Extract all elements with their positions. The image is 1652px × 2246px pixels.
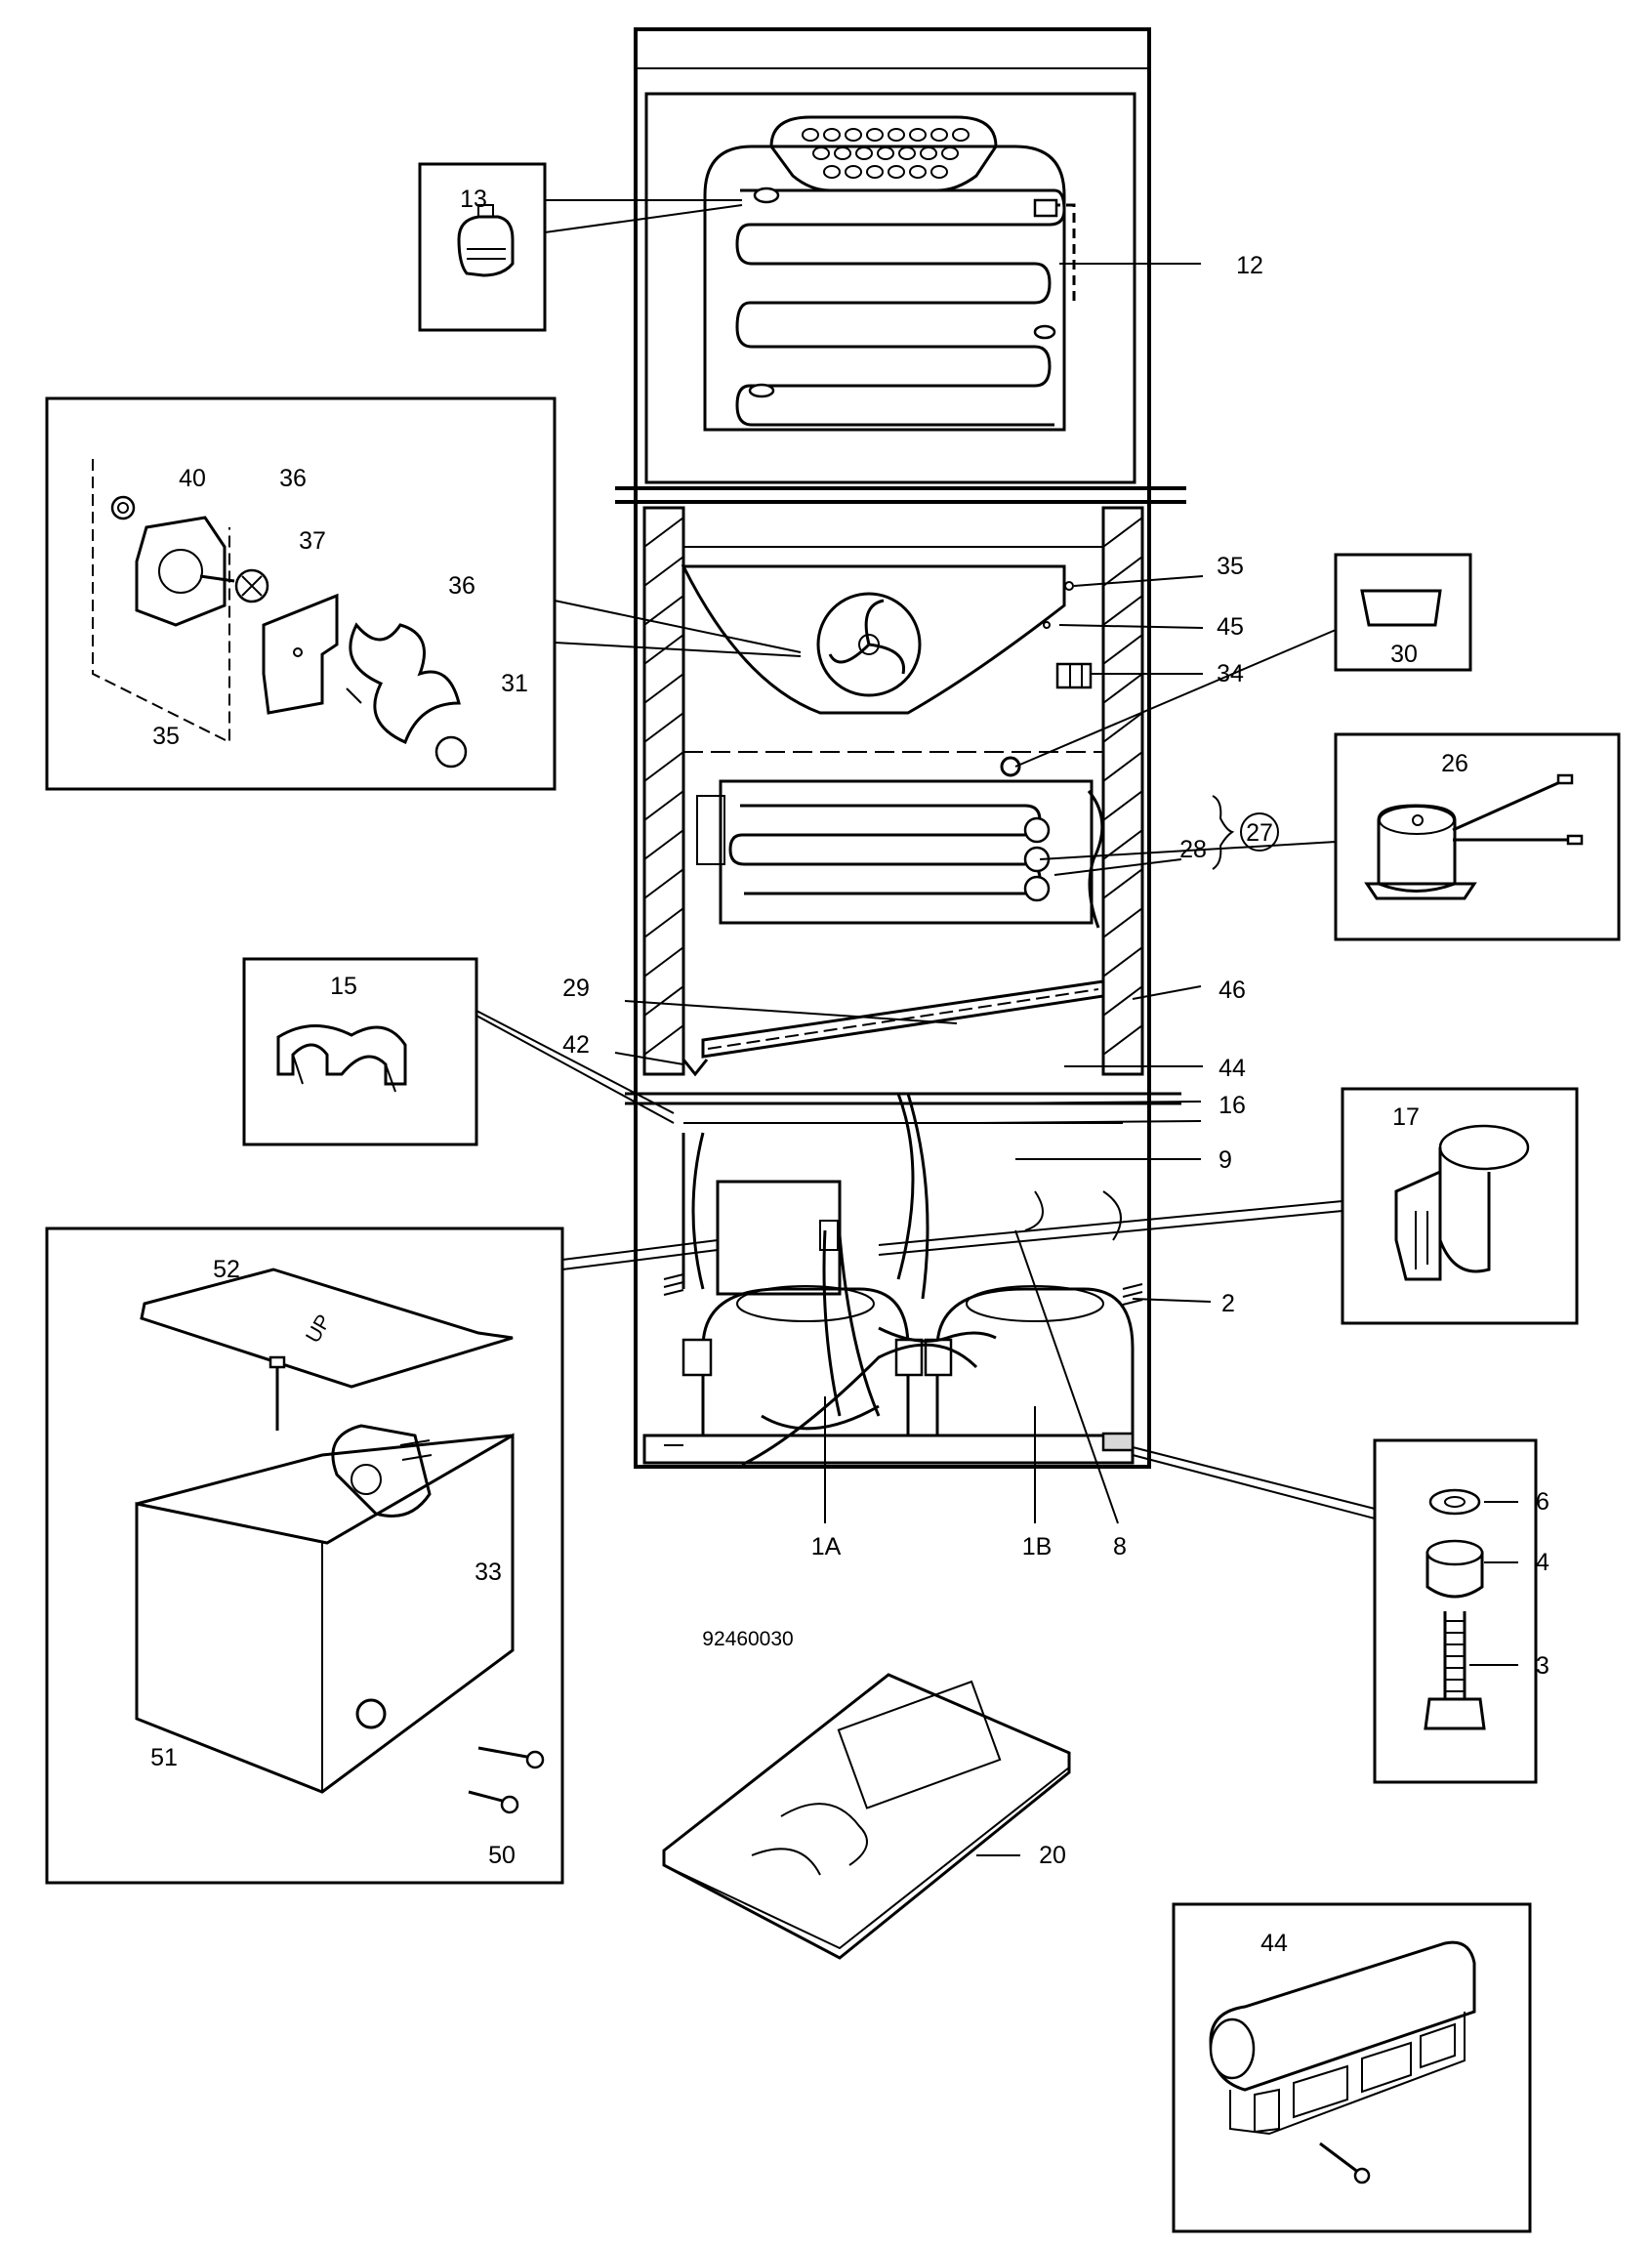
callout-4: 4 — [1536, 1549, 1549, 1576]
screw — [468, 1790, 519, 1814]
callout-28: 28 — [1179, 836, 1207, 863]
callout-12: 12 — [1236, 252, 1263, 279]
callout-16: 16 — [1218, 1092, 1246, 1119]
callout-8: 8 — [1113, 1533, 1127, 1560]
cabinet-shelf — [681, 979, 1105, 1077]
drawing-number: 92460030 — [702, 1628, 793, 1650]
callout-37: 37 — [299, 527, 326, 555]
inset-part-30 — [1334, 553, 1472, 672]
screw — [477, 1746, 545, 1769]
callout-51: 51 — [150, 1744, 178, 1771]
callout-26: 26 — [1441, 750, 1468, 777]
callout-15: 15 — [330, 973, 357, 1000]
callout-2: 2 — [1221, 1290, 1235, 1317]
callout-52: 52 — [213, 1256, 240, 1283]
fan-housing — [681, 546, 1103, 777]
callout-45: 45 — [1217, 613, 1244, 641]
callout-6: 6 — [1536, 1488, 1549, 1516]
leader-lines — [475, 199, 1518, 1856]
callout-27: 27 — [1212, 795, 1279, 870]
inset-fan-motor — [45, 396, 557, 791]
callout-34: 34 — [1217, 660, 1244, 687]
callout-42: 42 — [562, 1031, 590, 1059]
owners-manual — [662, 1673, 1071, 1960]
callout-31: 31 — [501, 670, 528, 697]
inset-part-15 — [242, 957, 478, 1146]
callout-20: 20 — [1039, 1842, 1066, 1869]
callout-1A: 1A — [811, 1533, 842, 1560]
callout-17: 17 — [1392, 1103, 1420, 1131]
evaporator-vent-holes — [802, 128, 970, 179]
inset-adjustable-foot — [1373, 1438, 1538, 1784]
inset-part-17 — [1341, 1087, 1579, 1325]
callout-9: 9 — [1218, 1146, 1232, 1174]
callout-1B: 1B — [1022, 1533, 1053, 1560]
refrigerator-cabinet — [615, 27, 1186, 1469]
callout-36-lower: 36 — [448, 572, 475, 600]
fresh-food-evaporator — [696, 779, 1104, 929]
freezer-evaporator — [703, 115, 1076, 432]
insulated-wall-right — [1101, 506, 1144, 1076]
callout-13: 13 — [460, 186, 487, 213]
inset-part-26 — [1334, 732, 1621, 941]
callout-29: 29 — [562, 975, 590, 1002]
callout-44-inset: 44 — [1260, 1930, 1288, 1957]
callout-35-inset: 35 — [152, 723, 180, 750]
callout-46: 46 — [1218, 977, 1246, 1004]
svg-text:27: 27 — [1246, 819, 1273, 847]
inset-part-13 — [418, 162, 547, 332]
callout-50: 50 — [488, 1842, 516, 1869]
callout-30: 30 — [1390, 641, 1418, 668]
callout-3: 3 — [1536, 1652, 1549, 1680]
machine-compartment — [642, 1093, 1143, 1467]
inset-part-44 — [1172, 1902, 1532, 2233]
callout-35-cabinet: 35 — [1217, 553, 1244, 580]
callout-44-cabinet: 44 — [1218, 1055, 1246, 1082]
callout-40: 40 — [179, 465, 206, 492]
insulated-wall-left — [642, 506, 685, 1076]
callout-36-upper: 36 — [279, 465, 307, 492]
inset-control-box — [45, 1227, 564, 1885]
callout-33: 33 — [475, 1559, 502, 1586]
